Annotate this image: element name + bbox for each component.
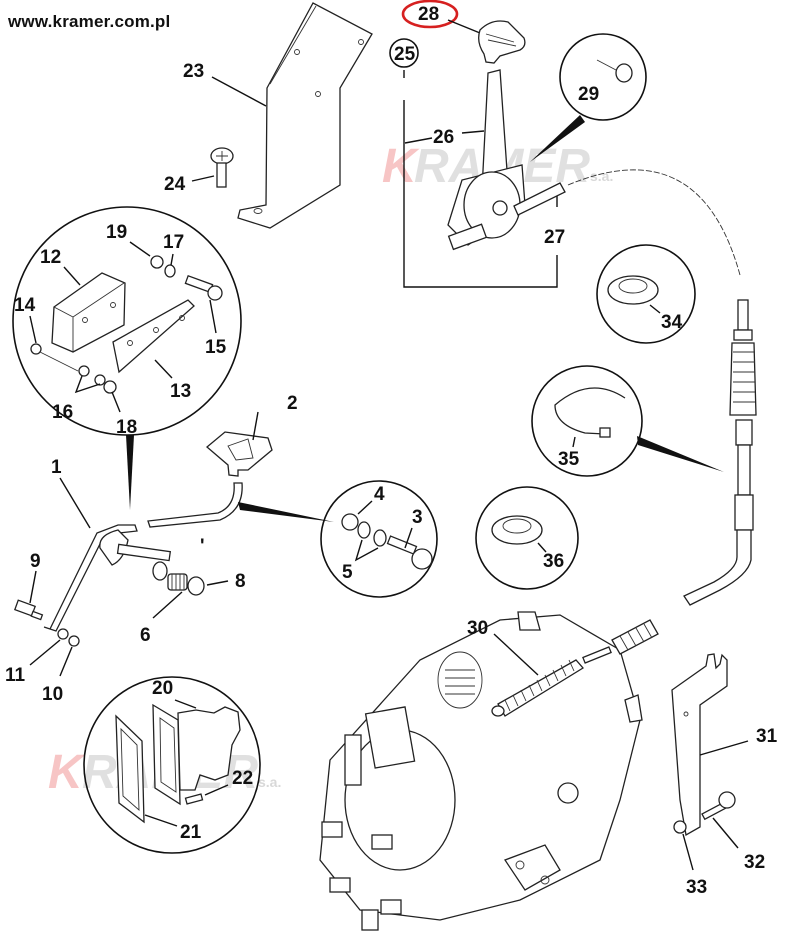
part-22-screw[interactable] (184, 793, 204, 805)
detail-circle-34 (596, 244, 696, 344)
part-13-bracket-plate[interactable] (112, 299, 195, 374)
callout-29: 29 (578, 84, 599, 105)
part-18-nut[interactable] (103, 380, 117, 394)
detail-circle-35 (531, 365, 643, 477)
callout-16: 16 (52, 402, 73, 423)
callout-22: 22 (232, 768, 253, 789)
part-24-screw[interactable] (210, 147, 234, 188)
callout-15: 15 (205, 337, 227, 358)
callout-30: 30 (467, 618, 488, 639)
cable-end-rod (582, 619, 659, 664)
part-12-micro-switch[interactable] (51, 272, 126, 353)
part-28-knob[interactable] (478, 20, 526, 64)
callout-4: 4 (374, 484, 385, 505)
part-20-boot[interactable] (152, 703, 241, 806)
callout-36: 36 (543, 551, 564, 572)
callout-19: 19 (106, 222, 127, 243)
callout-8: 8 (235, 571, 246, 592)
part-5-washers[interactable] (357, 521, 387, 547)
part-10-nut[interactable] (68, 635, 80, 647)
watermark-suffix: s.a. (590, 168, 613, 184)
callout-9: 9 (30, 551, 41, 572)
callout-14: 14 (14, 295, 36, 316)
callout-18: 18 (116, 417, 137, 438)
callout-32: 32 (744, 852, 765, 873)
callout-23: 23 (183, 61, 204, 82)
callout-17: 17 (163, 232, 184, 253)
pointer-switch (126, 435, 134, 510)
part-33-washer[interactable] (673, 820, 687, 834)
part-1-pedal-lever[interactable] (43, 482, 243, 632)
callout-5: 5 (342, 562, 353, 583)
watermark-k: K (382, 140, 420, 193)
part-30-return-spring[interactable] (491, 659, 584, 717)
callout-28: 28 (418, 4, 439, 25)
callout-12: 12 (40, 247, 61, 268)
callout-34: 34 (661, 312, 683, 333)
detail-circle-36 (475, 486, 579, 590)
part-15-bolt[interactable] (184, 274, 223, 301)
pointer-fastener (238, 502, 334, 522)
callout-21: 21 (180, 822, 202, 843)
callout-31: 31 (756, 726, 778, 747)
pointer-35 (637, 436, 724, 472)
callout-26: 26 (433, 127, 454, 148)
detail-circle-fastener (320, 480, 438, 598)
part-23-bracket[interactable] (237, 2, 373, 229)
watermark-k: K (48, 746, 86, 799)
part-27-throttle-cable[interactable] (567, 169, 757, 606)
injection-pump (319, 611, 643, 931)
part-9-stop-screw[interactable] (13, 599, 44, 621)
watermark-suffix: s.a. (258, 774, 281, 790)
part-6-spring[interactable] (167, 573, 188, 591)
callout-circle-25 (389, 38, 419, 68)
callout-13: 13 (170, 381, 191, 402)
part-31-cable-bracket[interactable] (671, 653, 728, 837)
part-4-nut[interactable] (341, 513, 359, 531)
callout-27: 27 (544, 227, 565, 248)
part-8-clip[interactable] (187, 576, 205, 596)
highlight-ring-28 (401, 0, 459, 29)
callout-10: 10 (42, 684, 63, 705)
callout-6: 6 (140, 625, 151, 646)
part-34-grommet[interactable] (607, 275, 659, 305)
part-14-screw[interactable] (30, 343, 79, 372)
part-29-screw[interactable] (596, 59, 633, 83)
detail-circle-29 (559, 33, 647, 121)
part-11-washer[interactable] (57, 628, 69, 640)
callout-35: 35 (558, 449, 580, 470)
part-17-washer[interactable] (164, 264, 176, 278)
part-36-grommet[interactable] (491, 515, 543, 545)
part-washer-7[interactable] (152, 561, 168, 581)
callout-20: 20 (152, 678, 173, 699)
part-16-washers[interactable] (78, 365, 106, 386)
callout-25: 25 (394, 44, 416, 65)
website-url: www.kramer.com.pl (8, 12, 171, 31)
part-19-nut[interactable] (150, 255, 164, 269)
part-26-hand-lever[interactable] (447, 69, 566, 251)
part-3-bolt[interactable] (386, 535, 433, 570)
mark-7: ' (200, 536, 205, 557)
part-32-bolt[interactable] (701, 791, 736, 821)
part-35-cable-tie[interactable] (554, 387, 626, 438)
detail-circle-boot (83, 676, 261, 854)
callout-24: 24 (164, 174, 186, 195)
callout-11: 11 (5, 665, 26, 686)
callout-1: 1 (51, 457, 62, 478)
pointer-29 (530, 115, 585, 162)
part-2-pedal-pad[interactable] (205, 431, 273, 477)
part-21-gasket-plate[interactable] (115, 714, 145, 824)
callout-2: 2 (287, 393, 298, 414)
callout-33: 33 (686, 877, 707, 898)
callout-3: 3 (412, 507, 423, 528)
